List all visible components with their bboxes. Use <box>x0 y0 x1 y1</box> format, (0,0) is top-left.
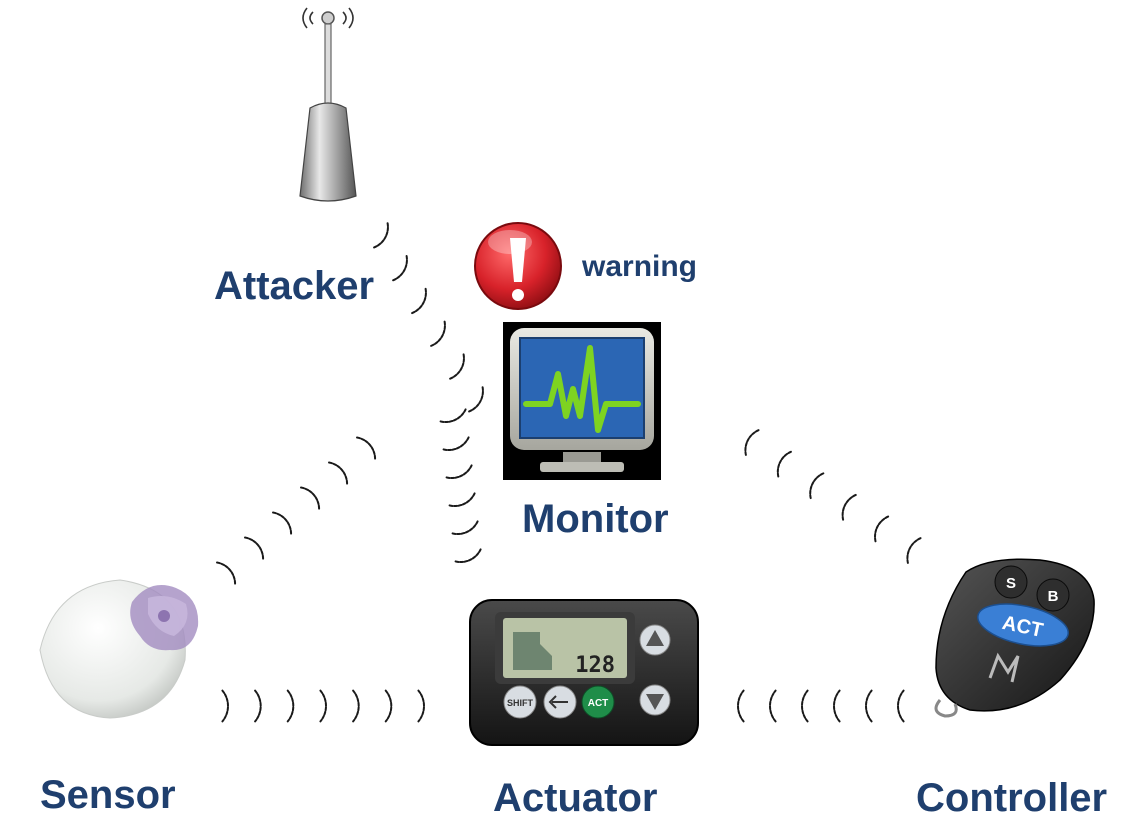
actuator-act-button: ACT <box>588 698 609 709</box>
actuator-label: Actuator <box>493 776 658 820</box>
signal-arc-controller-monitor <box>906 536 923 564</box>
signal-arc-sensor-actuator <box>352 689 360 723</box>
signal-arc-sensor-actuator <box>286 689 295 723</box>
remote-key-fob-icon: S B ACT <box>934 558 1095 718</box>
signal-arc-monitor-actuator <box>439 408 467 423</box>
signal-arc-sensor-actuator <box>319 689 327 723</box>
signal-arc-attacker-monitor <box>429 320 446 348</box>
signal-arc-attacker-monitor <box>467 386 484 413</box>
signal-arc-controller-actuator <box>865 689 873 723</box>
signal-arc-controller-monitor <box>776 450 793 478</box>
insulin-pump-icon: 128 SHIFT ACT <box>469 599 699 746</box>
signal-arc-controller-monitor <box>744 428 761 456</box>
signal-arc-attacker-monitor <box>372 222 389 249</box>
signal-arc-sensor-monitor <box>272 511 293 536</box>
signal-arc-attacker-monitor <box>391 255 408 282</box>
signal-arc-controller-actuator <box>801 689 809 723</box>
signal-arc-controller-monitor <box>874 515 890 543</box>
signal-arc-attacker-monitor <box>448 353 465 380</box>
signal-arc-monitor-actuator <box>442 436 470 451</box>
signal-arc-monitor-actuator <box>454 548 482 563</box>
signal-arc-sensor-actuator <box>221 689 229 723</box>
glucose-sensor-icon <box>39 579 199 719</box>
actuator-shift-button: SHIFT <box>507 698 534 708</box>
signal-arc-controller-actuator <box>897 689 905 723</box>
signal-arc-sensor-monitor <box>300 486 321 511</box>
signal-arc-monitor-actuator <box>448 492 476 507</box>
sensor-label: Sensor <box>40 773 176 817</box>
signal-arc-sensor-monitor <box>216 561 237 586</box>
signal-arc-sensor-monitor <box>244 536 265 561</box>
signal-arc-controller-actuator <box>737 689 745 723</box>
antenna-tower-icon <box>299 7 357 202</box>
signal-arc-controller-actuator <box>833 689 841 723</box>
warning-exclamation-icon <box>474 222 562 310</box>
controller-label: Controller <box>916 776 1108 820</box>
signal-arc-sensor-actuator <box>254 689 262 723</box>
actuator-reading: 128 <box>575 653 615 678</box>
heart-monitor-icon <box>503 322 661 480</box>
warning-label: warning <box>582 250 698 283</box>
signal-arc-sensor-monitor <box>356 436 377 461</box>
controller-s-button: S <box>1006 575 1016 592</box>
controller-b-button: B <box>1048 588 1059 605</box>
signal-arc-sensor-actuator <box>384 689 393 723</box>
signal-arc-monitor-actuator <box>445 464 473 479</box>
attacker-label: Attacker <box>214 264 375 308</box>
signal-arc-controller-monitor <box>841 493 858 521</box>
signal-arc-sensor-actuator <box>417 689 425 723</box>
signal-arc-controller-monitor <box>809 472 825 500</box>
signal-waves <box>216 222 923 723</box>
signal-arc-monitor-actuator <box>451 520 479 535</box>
signal-arc-sensor-monitor <box>328 461 349 486</box>
monitor-label: Monitor <box>522 497 669 541</box>
signal-arc-attacker-monitor <box>410 287 427 315</box>
signal-arc-controller-actuator <box>769 689 777 723</box>
